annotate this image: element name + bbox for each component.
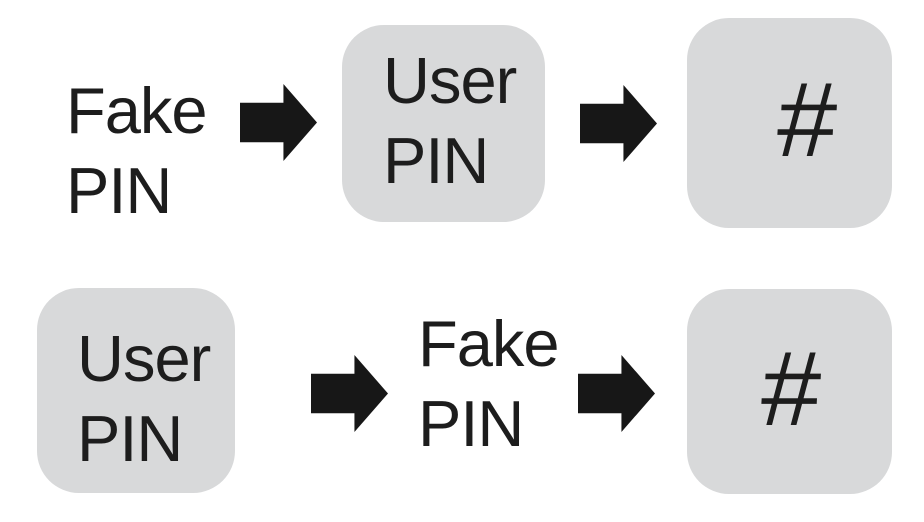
fake-pin-label-line: PIN (66, 154, 172, 227)
right-arrow-icon (580, 85, 657, 162)
user-pin-key-line: PIN (77, 402, 183, 475)
fake-pin-label-line: Fake (418, 307, 560, 380)
user-pin-key-line: PIN (383, 124, 489, 197)
right-arrow-icon (240, 84, 317, 161)
fake-pin-label: Fake PIN (66, 71, 208, 231)
fake-pin-label-line: PIN (418, 387, 524, 460)
user-pin-key-line: User (77, 322, 211, 395)
right-arrow-icon (311, 355, 388, 432)
user-pin-key: User PIN (37, 288, 235, 493)
fake-pin-label: Fake PIN (418, 304, 560, 464)
user-pin-key-line: User (383, 44, 517, 117)
hash-key-glyph: # (773, 61, 839, 179)
user-pin-key: User PIN (342, 25, 545, 222)
fake-pin-label-line: Fake (66, 74, 208, 147)
hash-key: # (687, 289, 892, 494)
hash-key-glyph: # (757, 329, 823, 448)
right-arrow-icon (578, 355, 655, 432)
hash-key: # (687, 18, 892, 228)
